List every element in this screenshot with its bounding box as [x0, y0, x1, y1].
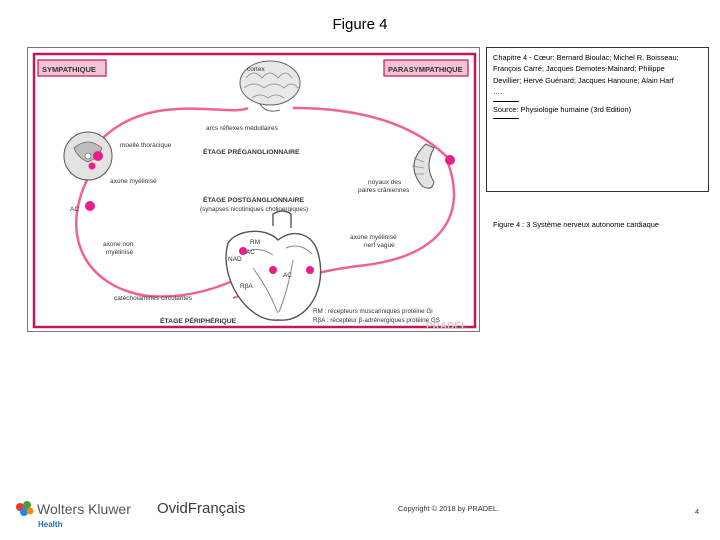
sympathique-tab [37, 59, 107, 77]
brain-icon [239, 60, 301, 112]
wolters-kluwer-text: Wolters Kluwer [37, 501, 131, 517]
parasympathique-tab [383, 59, 469, 77]
sympathique-label: SYMPATHIQUE [42, 65, 96, 74]
heart-node-2 [269, 266, 277, 274]
axone-nerf-label-2: nerf vague [364, 242, 395, 249]
figure-caption: Figure 4 : 3 Système nerveux autonome ca… [493, 220, 659, 229]
arcs-reflexes-label: arcs réflexes médullaires [206, 125, 279, 132]
axone-non-label-1: axone non [103, 241, 134, 248]
citation-source: Source: Physiologie humaine (3rd Edition… [493, 104, 632, 114]
brainstem-icon [411, 143, 435, 189]
spinal-node [93, 151, 103, 161]
health-text: Health [38, 520, 63, 529]
etage-postganglionnaire-label: ÉTAGE POSTGANGLIONNAIRE [203, 195, 305, 204]
axone-myelinise-label: axone myélinisé [110, 178, 157, 185]
ac-left-label: AC [70, 206, 79, 213]
axone-non-label-2: myélinisé [106, 249, 133, 256]
citation-line: François Carré; Jacques Demotes-Mainard;… [493, 64, 665, 74]
catecholamines-label: catécholamines circulantes [114, 295, 193, 302]
citation-line: Chapitre 4 - Cœur: Bernard Bioulac; Mich… [493, 53, 679, 62]
legend-rm: RM : récepteurs muscariniques protéine G… [313, 308, 433, 315]
ac-right-label: AC [283, 272, 292, 279]
reflex-arc-path [97, 106, 249, 144]
wolters-kluwer-logo: Wolters Kluwer Health [12, 498, 142, 532]
rba-label: RβA [240, 283, 253, 290]
separator-rule [493, 100, 519, 102]
nucleus-node [445, 155, 455, 165]
noyaux-label-2: paires crâniennes [358, 187, 410, 194]
ganglion-node [85, 201, 95, 211]
rm-label: RM [250, 239, 260, 246]
inner-frame [32, 52, 477, 329]
slide-title: Figure 4 [332, 16, 388, 33]
axone-nerf-label-1: axone myélinisé [350, 234, 397, 241]
cortex-label: cortex [247, 66, 265, 73]
lower-parasympathetic-path [307, 162, 456, 278]
upper-parasympathetic-path [292, 106, 449, 159]
parasympathique-label: PARASYMPATHIQUE [388, 65, 463, 74]
pradel-watermark: PRADEL [426, 321, 467, 332]
figure-image: SYMPATHIQUE PARASYMPATHIQUE cortex moell… [27, 47, 480, 332]
nad-label: NAD [228, 256, 242, 263]
heart-node-1 [239, 247, 247, 255]
etage-peripherique-label: ÉTAGE PÉRIPHÉRIQUE [160, 316, 237, 325]
spinal-cord-icon [63, 131, 113, 181]
citation-line: …. [493, 87, 503, 97]
copyright-text: Copyright © 2018 by PRADEL. [398, 504, 500, 513]
legend-rba: RβA : récepteur β-adrénergiques protéine… [313, 317, 440, 324]
wolters-kluwer-logo-icon: Wolters Kluwer Health [16, 501, 131, 529]
moelle-label: moelle thoracique [120, 142, 172, 149]
separator-rule [493, 118, 519, 120]
heart-icon [225, 210, 322, 321]
spinal-node-2 [88, 162, 96, 170]
synapses-label: (synapses nicotiniques cholinergiques) [200, 206, 308, 213]
noyaux-label-1: noyaux des [368, 179, 402, 186]
ovid-francais-logo: OvidFrançais [157, 500, 246, 517]
ac-heart-label: AC [246, 249, 255, 256]
autonomic-nervous-system-diagram: SYMPATHIQUE PARASYMPATHIQUE cortex moell… [32, 52, 477, 332]
etage-preganglionnaire-label: ÉTAGE PRÉGANGLIONNAIRE [203, 147, 300, 156]
citation-line: Devillier; Hervé Guénard; Jacques Hanoun… [493, 75, 674, 85]
page-number: 4 [695, 507, 700, 516]
figure-citation-box: Chapitre 4 - Cœur: Bernard Bioulac; Mich… [486, 47, 709, 192]
heart-node-3 [306, 266, 314, 274]
